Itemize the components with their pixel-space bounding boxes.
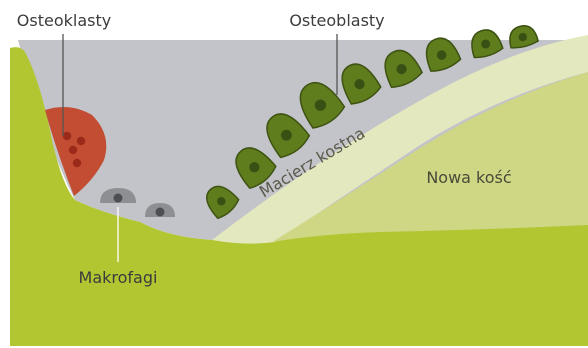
osteoclast-nucleus: [69, 146, 77, 154]
osteoclast-nucleus: [73, 159, 81, 167]
new-bone-label: Nowa kość: [426, 168, 511, 187]
macrophage-nucleus: [156, 208, 165, 217]
osteoclast-nucleus: [63, 132, 71, 140]
osteoclasts-label: Osteoklasty: [17, 11, 111, 30]
osteoblasts-label: Osteoblasty: [289, 11, 384, 30]
osteoclast-nucleus: [77, 137, 85, 145]
macrophage-nucleus: [114, 194, 123, 203]
macrophages-label: Makrofagi: [79, 268, 158, 287]
